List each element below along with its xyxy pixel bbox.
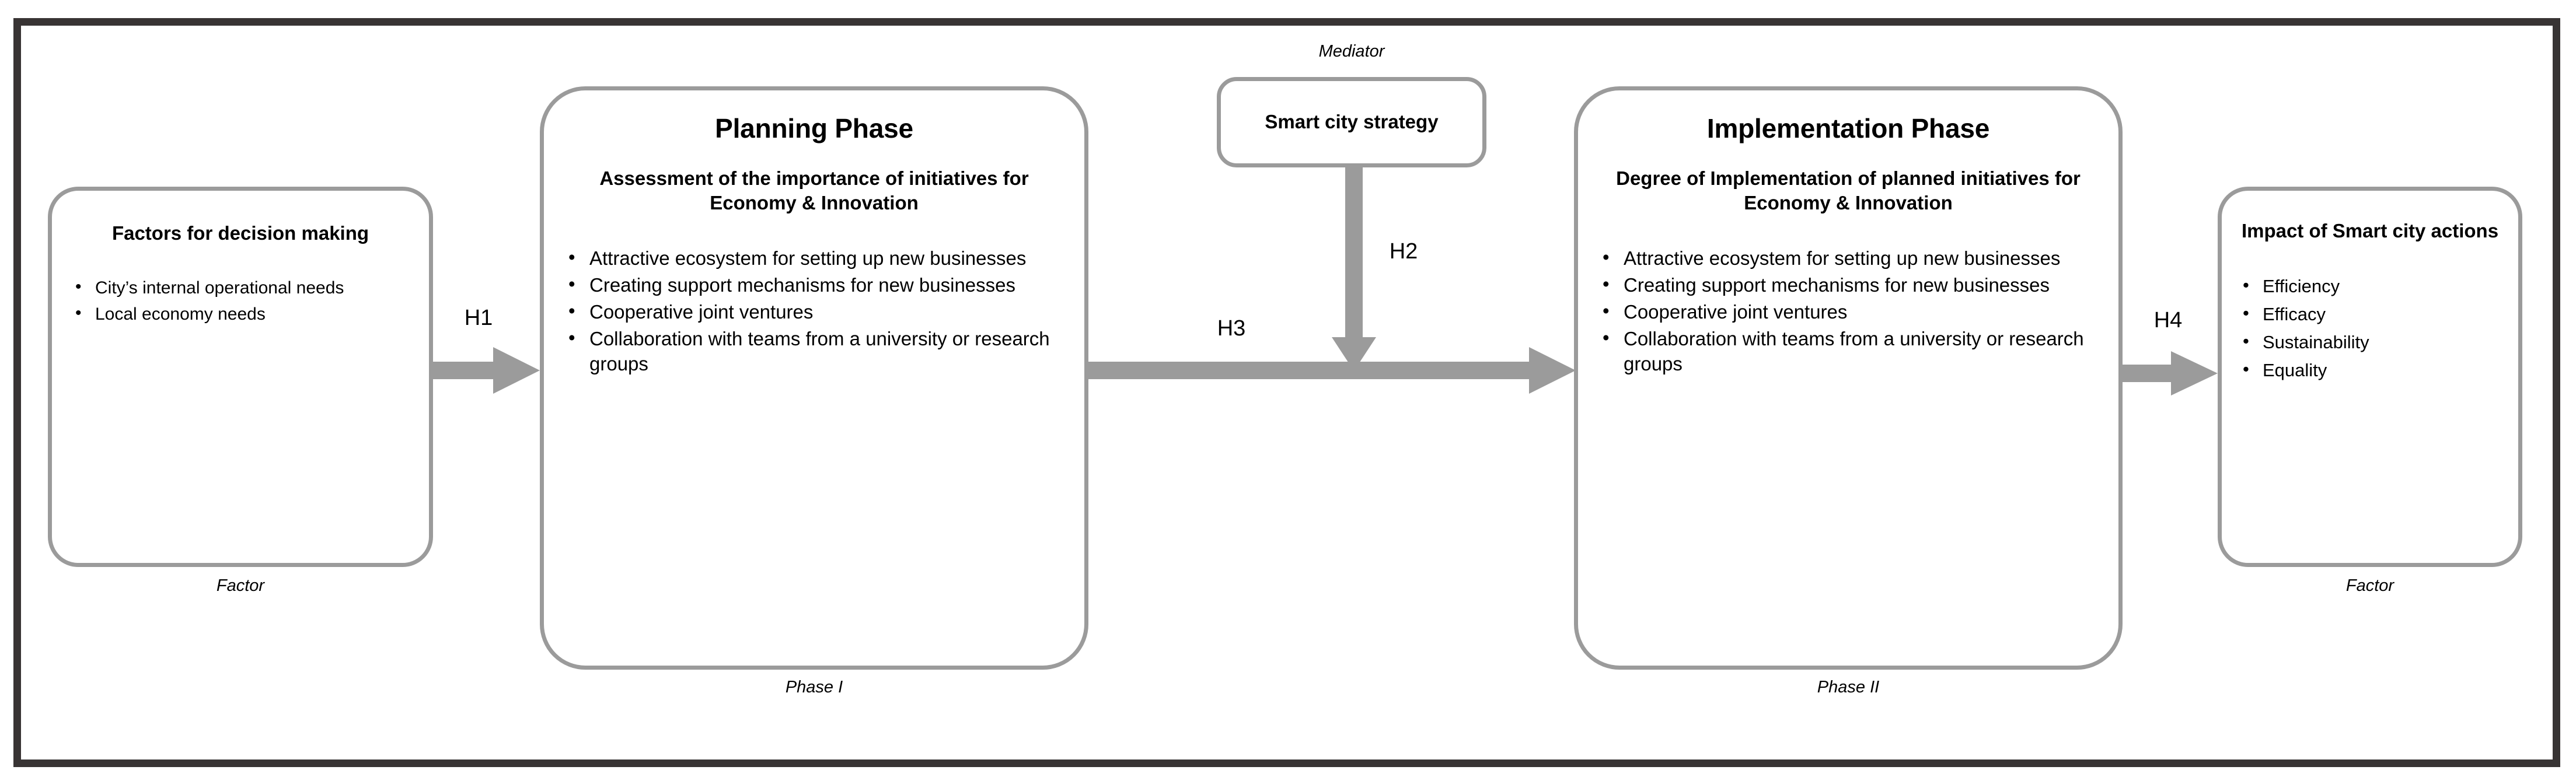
list-item: Sustainability <box>2237 328 2503 355</box>
diagram-outer-frame <box>13 18 2560 767</box>
list-item: Creating support mechanisms for new busi… <box>1599 271 2097 298</box>
planning-phase-title: Planning Phase <box>715 113 913 144</box>
hypothesis-label-h4: H4 <box>2153 308 2183 332</box>
implementation-subtitle: Degree of Implementation of planned init… <box>1616 167 2081 214</box>
list-item: Attractive ecosystem for setting up new … <box>565 244 1063 271</box>
list-item: Creating support mechanisms for new busi… <box>565 271 1063 298</box>
node-planning-phase[interactable]: Planning Phase Assessment of the importa… <box>540 86 1088 670</box>
list-item: Efficiency <box>2237 272 2503 299</box>
hypothesis-label-h2: H2 <box>1389 239 1418 264</box>
node-factors-for-decision-making[interactable]: Factors for decision making City’s inter… <box>48 187 433 567</box>
spacer <box>1599 144 2097 166</box>
node-impact-of-smart-city-actions[interactable]: Impact of Smart city actions Efficiency … <box>2218 187 2522 567</box>
spacer <box>565 144 1063 166</box>
factors-bullet-list: City’s internal operational needs Local … <box>72 275 409 328</box>
spacer <box>565 215 1063 246</box>
list-item: Cooperative joint ventures <box>565 298 1063 325</box>
hypothesis-label-h3: H3 <box>1217 316 1246 341</box>
impact-bullet-list: Efficiency Efficacy Sustainability Equal… <box>2237 272 2503 386</box>
planning-subtitle: Assessment of the importance of initiati… <box>599 167 1029 214</box>
list-item: Efficacy <box>2237 300 2503 327</box>
list-item: Equality <box>2237 356 2503 383</box>
mediator-title: Smart city strategy <box>1265 111 1439 133</box>
factors-title: Factors for decision making <box>111 222 369 244</box>
planning-caption: Phase I <box>785 678 843 696</box>
list-item: City’s internal operational needs <box>72 275 409 301</box>
spacer <box>1599 215 2097 246</box>
implementation-bullet-list: Attractive ecosystem for setting up new … <box>1599 244 2097 378</box>
list-item: Collaboration with teams from a universi… <box>1599 325 2097 377</box>
list-item: Cooperative joint ventures <box>1599 298 2097 325</box>
spacer <box>2237 243 2503 274</box>
factors-caption: Factor <box>216 576 265 595</box>
node-smart-city-strategy[interactable]: Smart city strategy <box>1217 77 1486 167</box>
list-item: Collaboration with teams from a universi… <box>565 325 1063 377</box>
list-item: Local economy needs <box>72 301 409 327</box>
list-item: Attractive ecosystem for setting up new … <box>1599 244 2097 271</box>
planning-bullet-list: Attractive ecosystem for setting up new … <box>565 244 1063 378</box>
implementation-phase-title: Implementation Phase <box>1706 113 1990 144</box>
node-implementation-phase[interactable]: Implementation Phase Degree of Implement… <box>1574 86 2123 670</box>
spacer <box>72 246 409 276</box>
impact-caption: Factor <box>2345 576 2395 595</box>
hypothesis-label-h1: H1 <box>464 306 493 330</box>
impact-title: Impact of Smart city actions <box>2241 220 2499 242</box>
implementation-caption: Phase II <box>1817 678 1880 696</box>
mediator-caption: Mediator <box>1318 42 1385 61</box>
